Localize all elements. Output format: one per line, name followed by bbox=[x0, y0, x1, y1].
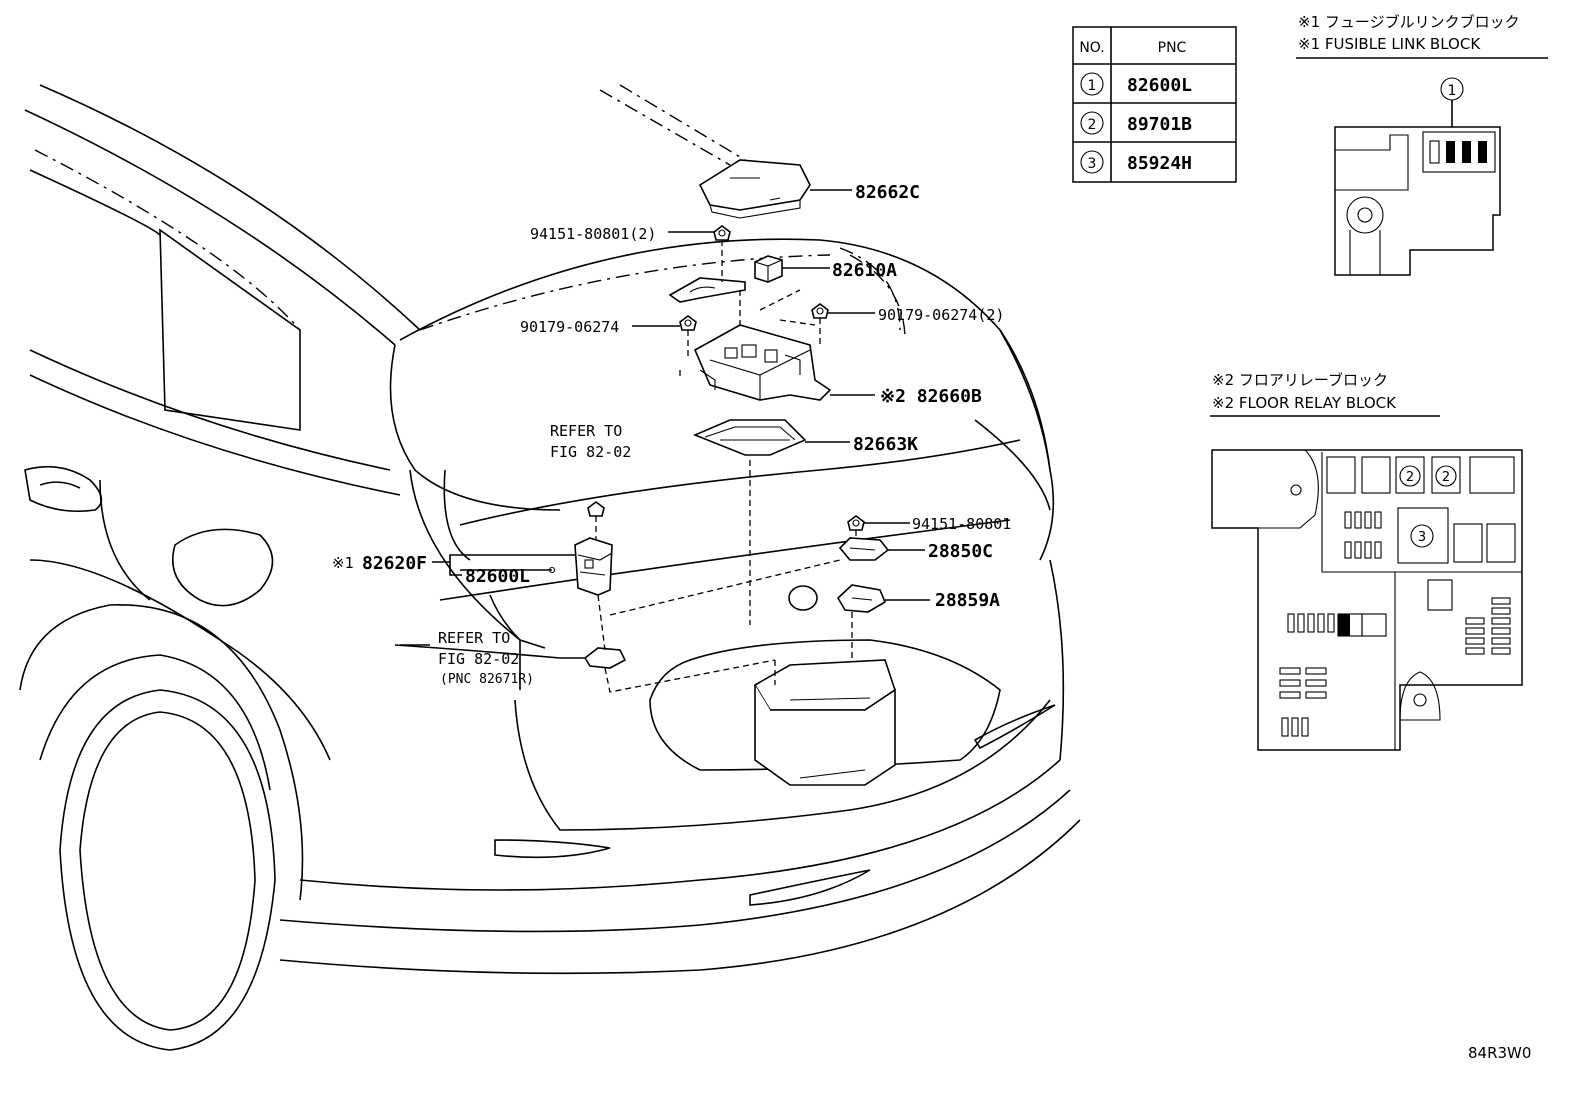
part-82620f-fusible-block bbox=[548, 537, 613, 596]
pnc-row-3-pnc: 85924H bbox=[1127, 153, 1192, 174]
fusible-link-block-inset: ※1 フュージブルリンクブロック ※1 FUSIBLE LINK BLOCK 1 bbox=[1296, 13, 1548, 276]
callout-28859a: 28859A bbox=[935, 590, 1000, 611]
pnc-row-3-no: 3 bbox=[1088, 156, 1097, 172]
part-28850c-terminal bbox=[838, 537, 890, 561]
callout-90179-06274-left: 90179-06274 bbox=[520, 318, 619, 336]
callout-82663k: 82663K bbox=[853, 434, 918, 455]
part-82663k-cover bbox=[692, 419, 807, 456]
pnc-row-2-pnc: 89701B bbox=[1127, 114, 1192, 135]
callout-94151-80801: 94151-80801 bbox=[912, 515, 1011, 533]
figure-id: 84R3W0 bbox=[1468, 1044, 1531, 1062]
callout-refer-to-2-line1: REFER TO bbox=[438, 629, 510, 647]
callout-94151-80801-2: 94151-80801(2) bbox=[530, 225, 656, 243]
fusible-block-title-jp: ※1 フュージブルリンクブロック bbox=[1298, 13, 1520, 31]
callout-82660b: ※2 82660B bbox=[880, 386, 982, 407]
pnc-table: NO. PNC 1 82600L 2 89701B 3 85924H bbox=[1072, 26, 1237, 183]
callout-refer-to-1-line1: REFER TO bbox=[550, 422, 622, 440]
callout-refer-to-2-line2: FIG 82-02 bbox=[438, 650, 519, 668]
floor-relay-block-inset: ※2 フロアリレーブロック ※2 FLOOR RELAY BLOCK 2 2 3 bbox=[1210, 371, 1523, 751]
pnc-table-header-pnc: PNC bbox=[1158, 40, 1187, 56]
relay-block-title-jp: ※2 フロアリレーブロック bbox=[1212, 371, 1388, 389]
relay-marker-2b: 2 bbox=[1442, 470, 1450, 485]
part-90179-nut-right bbox=[811, 303, 829, 319]
pnc-row-1-pnc: 82600L bbox=[1127, 75, 1192, 96]
part-bracket bbox=[668, 277, 746, 303]
part-battery bbox=[753, 659, 896, 786]
fusible-block-marker: 1 bbox=[1448, 83, 1457, 99]
part-nut-fusible bbox=[587, 501, 605, 517]
vehicle-body-outline bbox=[19, 84, 1081, 1051]
callout-82600l: 82600L bbox=[465, 566, 530, 587]
part-28859a-terminal bbox=[836, 584, 887, 613]
leader-lines bbox=[394, 189, 930, 693]
callout-82620f: 82620F bbox=[362, 553, 427, 574]
part-94151-nut-right bbox=[847, 515, 865, 531]
callout-82662c: 82662C bbox=[855, 182, 920, 203]
part-90179-nut-left bbox=[679, 315, 697, 331]
part-bottom-clip bbox=[583, 647, 627, 669]
relay-marker-3: 3 bbox=[1418, 530, 1426, 545]
callout-refer-to-2-line3: (PNC 82671R) bbox=[440, 672, 534, 687]
part-82662c-cover bbox=[698, 159, 811, 219]
part-94151-nut-top bbox=[713, 225, 731, 241]
relay-block-title-en: ※2 FLOOR RELAY BLOCK bbox=[1212, 394, 1397, 412]
part-82660b-relay-block bbox=[693, 324, 832, 401]
callout-refer-to-1-line2: FIG 82-02 bbox=[550, 443, 631, 461]
relay-marker-2a: 2 bbox=[1406, 470, 1414, 485]
pnc-table-header-no: NO. bbox=[1079, 40, 1104, 56]
callout-90179-06274-right: 90179-06274(2) bbox=[878, 306, 1004, 324]
callout-28850c: 28850C bbox=[928, 541, 993, 562]
callout-82620f-mark: ※1 bbox=[332, 554, 354, 572]
pnc-row-2-no: 2 bbox=[1088, 117, 1097, 133]
part-82610a-relay bbox=[754, 255, 783, 283]
pnc-row-1-no: 1 bbox=[1088, 78, 1097, 94]
fusible-block-title-en: ※1 FUSIBLE LINK BLOCK bbox=[1298, 35, 1481, 53]
callout-82610a: 82610A bbox=[832, 260, 897, 281]
